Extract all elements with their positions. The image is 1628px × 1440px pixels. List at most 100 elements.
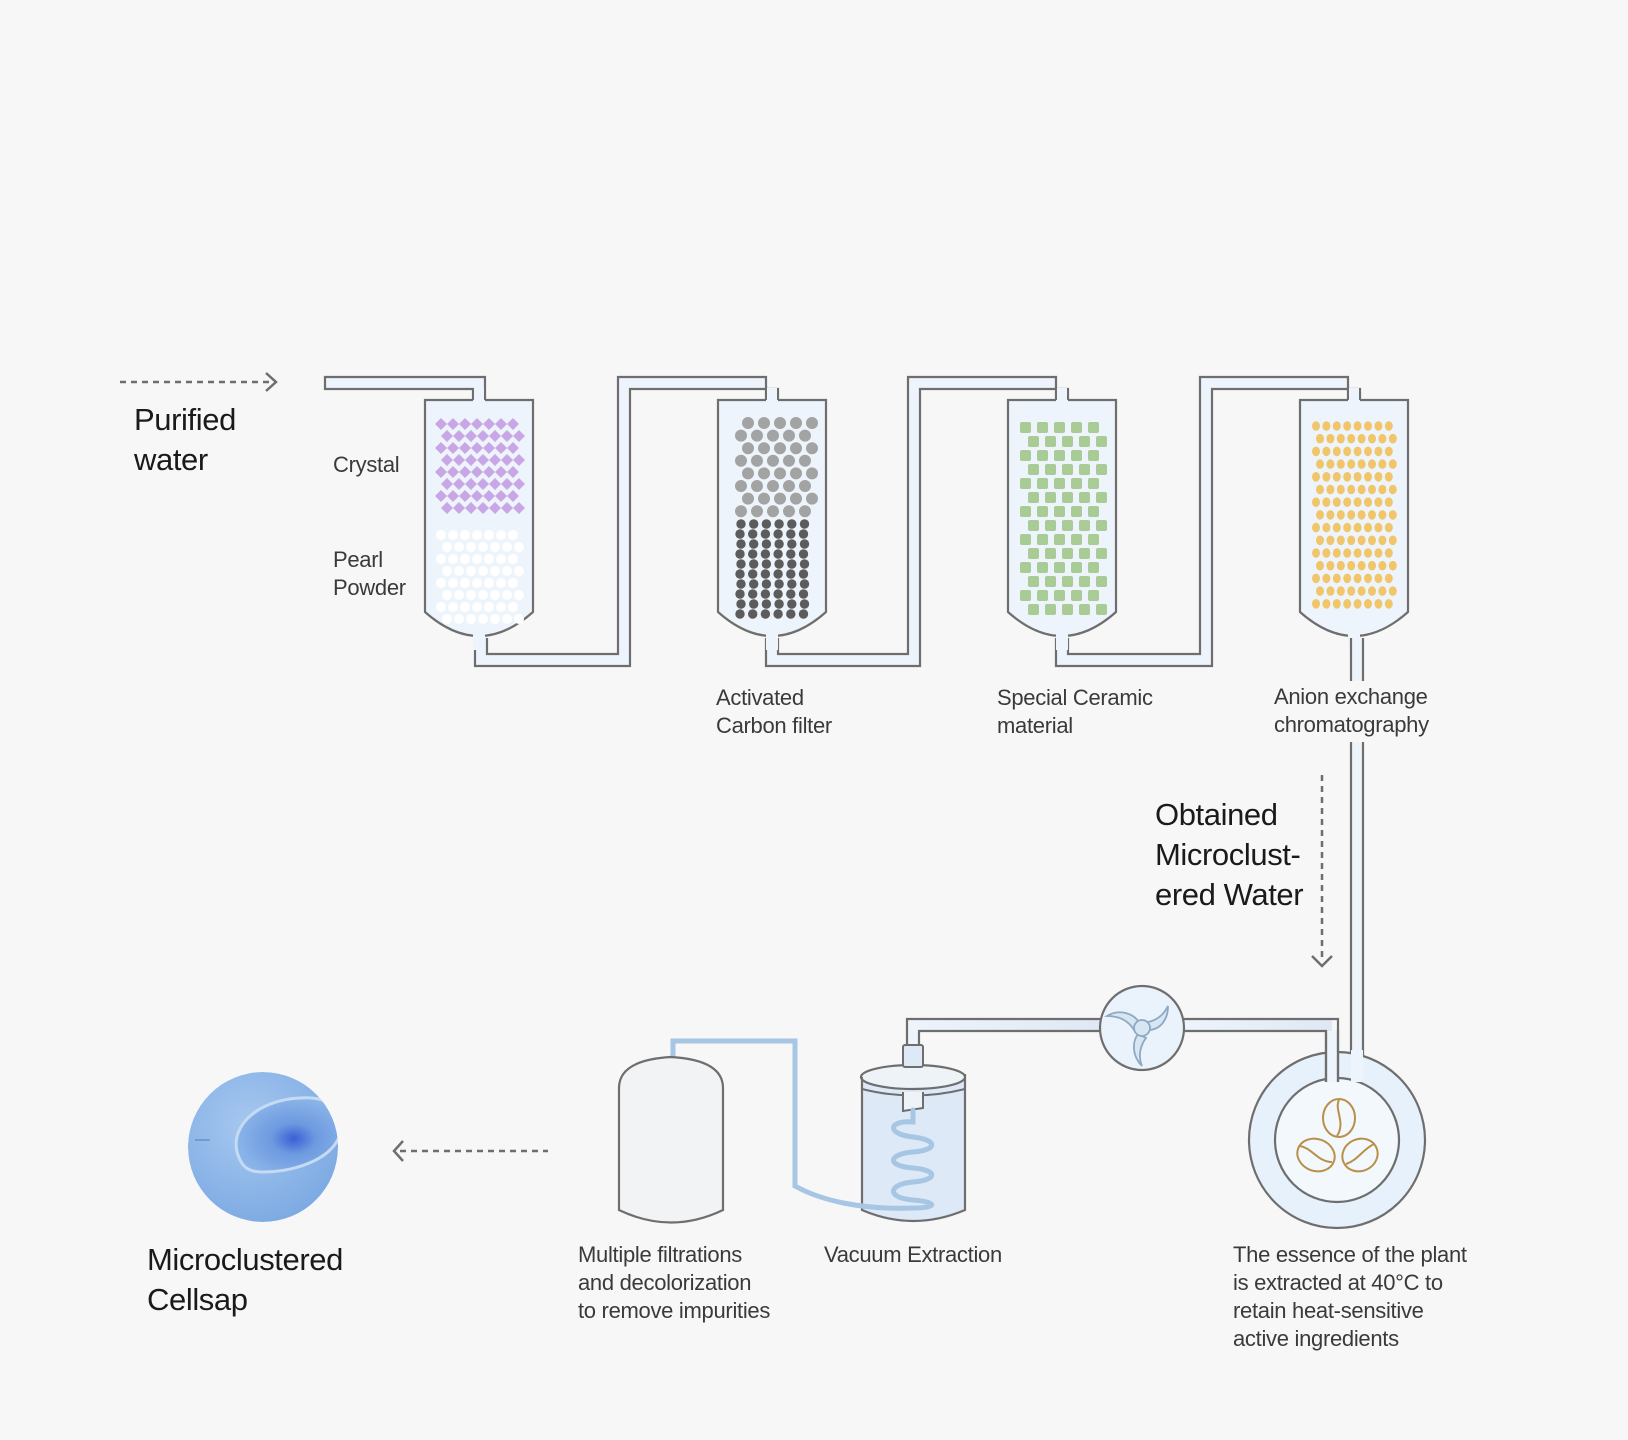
ceramic-particle: [1088, 450, 1099, 461]
anion-particle: [1357, 510, 1366, 520]
carbon-dark-particle: [749, 519, 759, 529]
input-label: Purified water: [134, 402, 236, 477]
vacuum-vessel: [670, 1038, 967, 1223]
pearl-particle: [436, 602, 446, 612]
crystal-particle: [447, 418, 459, 430]
anion-particle: [1336, 484, 1345, 495]
crystal-particle: [471, 442, 483, 454]
anion-particle: [1343, 446, 1352, 457]
carbon-light-particle: [758, 467, 770, 480]
anion-particle: [1332, 497, 1341, 508]
ceramic-particle: [1062, 548, 1073, 559]
carbon-light-particle: [790, 467, 802, 480]
anion-particle: [1353, 497, 1362, 508]
crystal-layer-label: Crystal: [333, 452, 400, 477]
carbon-light-particle: [751, 505, 763, 518]
anion-particle: [1378, 433, 1387, 444]
carbon-light-particle: [774, 417, 786, 429]
pearl-particle: [514, 590, 524, 600]
ceramic-particle: [1096, 604, 1107, 615]
dashed-arrow-down-icon: [1311, 775, 1333, 968]
pearl-particle: [490, 614, 500, 624]
crystal-particle: [483, 466, 495, 478]
carbon-light-particle: [799, 429, 811, 442]
crystal-particle: [513, 502, 525, 514]
carbon-light-particle: [751, 480, 763, 492]
carbon-light-particle: [790, 492, 802, 505]
ceramic-particle: [1054, 534, 1065, 545]
anion-particle: [1336, 510, 1345, 520]
pearl-particle: [466, 590, 476, 600]
anion-particle: [1332, 548, 1341, 558]
column-outlet: [473, 634, 485, 650]
anion-particle: [1312, 497, 1320, 508]
pearl-particle: [472, 578, 482, 588]
crystal-particle: [507, 418, 519, 430]
carbon-light-particle: [735, 454, 747, 467]
carbon-dark-particle: [774, 539, 784, 549]
carbon-dark-particle: [786, 609, 796, 619]
carbon-light-particle: [758, 492, 770, 505]
ceramic-particle: [1037, 422, 1048, 433]
transfer-tube: [670, 1038, 914, 1211]
anion-particle: [1353, 573, 1362, 584]
ceramic-particle: [1054, 450, 1065, 461]
anion-particle: [1336, 433, 1345, 444]
carbon-dark-particle: [799, 539, 810, 549]
ceramic-particle: [1096, 492, 1107, 503]
ceramic-label: Special Ceramic material: [997, 685, 1153, 738]
crystal-particle: [507, 490, 519, 502]
carbon-dark-particle: [787, 599, 797, 609]
ceramic-particle: [1096, 520, 1107, 531]
anion-particle: [1332, 599, 1341, 609]
filtration-tank: [617, 1055, 725, 1224]
ceramic-particle: [1037, 450, 1048, 461]
pearl-particle: [502, 614, 512, 624]
ceramic-particle: [1020, 590, 1031, 601]
carbon-dark-particle: [735, 529, 745, 539]
anion-particle: [1322, 522, 1331, 533]
ceramic-particle: [1037, 478, 1048, 489]
crystal-particle: [495, 490, 507, 502]
pearl-particle: [442, 614, 452, 624]
carbon-dark-particle: [798, 589, 809, 599]
anion-particle: [1368, 535, 1376, 546]
anion-particle: [1326, 586, 1335, 596]
filter-column-carbon: [716, 388, 828, 650]
pearl-particle: [496, 530, 506, 540]
filter-column-crystal-pearl: [423, 388, 535, 650]
ceramic-particle: [1045, 520, 1056, 531]
crystal-particle: [465, 454, 477, 466]
pearl-particle: [442, 542, 452, 552]
anion-particle: [1326, 535, 1335, 546]
carbon-dark-particle: [798, 549, 809, 559]
anion-particle: [1388, 560, 1397, 571]
anion-particle: [1322, 497, 1331, 508]
ceramic-particle: [1096, 576, 1107, 587]
crystal-particle: [477, 454, 489, 466]
anion-particle: [1316, 560, 1324, 571]
carbon-light-particle: [799, 454, 811, 467]
anion-particle: [1384, 472, 1393, 482]
pearl-particle: [460, 530, 470, 540]
carbon-light-particle: [767, 505, 779, 518]
column-inlet: [1057, 388, 1067, 402]
carbon-dark-particle: [798, 569, 809, 579]
column-inlet: [1349, 388, 1359, 402]
carbon-light-particle: [742, 467, 754, 480]
crystal-particle: [465, 502, 477, 514]
ceramic-particle: [1045, 548, 1056, 559]
ceramic-particle: [1079, 436, 1090, 447]
anion-particle: [1336, 560, 1345, 571]
crystal-particle: [459, 418, 471, 430]
ceramic-particle: [1071, 422, 1082, 433]
anion-particle: [1347, 560, 1356, 571]
filter-media: [435, 418, 525, 624]
pearl-particle: [508, 530, 518, 540]
crystal-particle: [507, 466, 519, 478]
crystal-particle: [447, 490, 459, 502]
pearl-powder-layer-label: Pearl Powder: [333, 547, 406, 600]
ceramic-particle: [1045, 436, 1056, 447]
carbon-light-particle: [767, 454, 779, 467]
